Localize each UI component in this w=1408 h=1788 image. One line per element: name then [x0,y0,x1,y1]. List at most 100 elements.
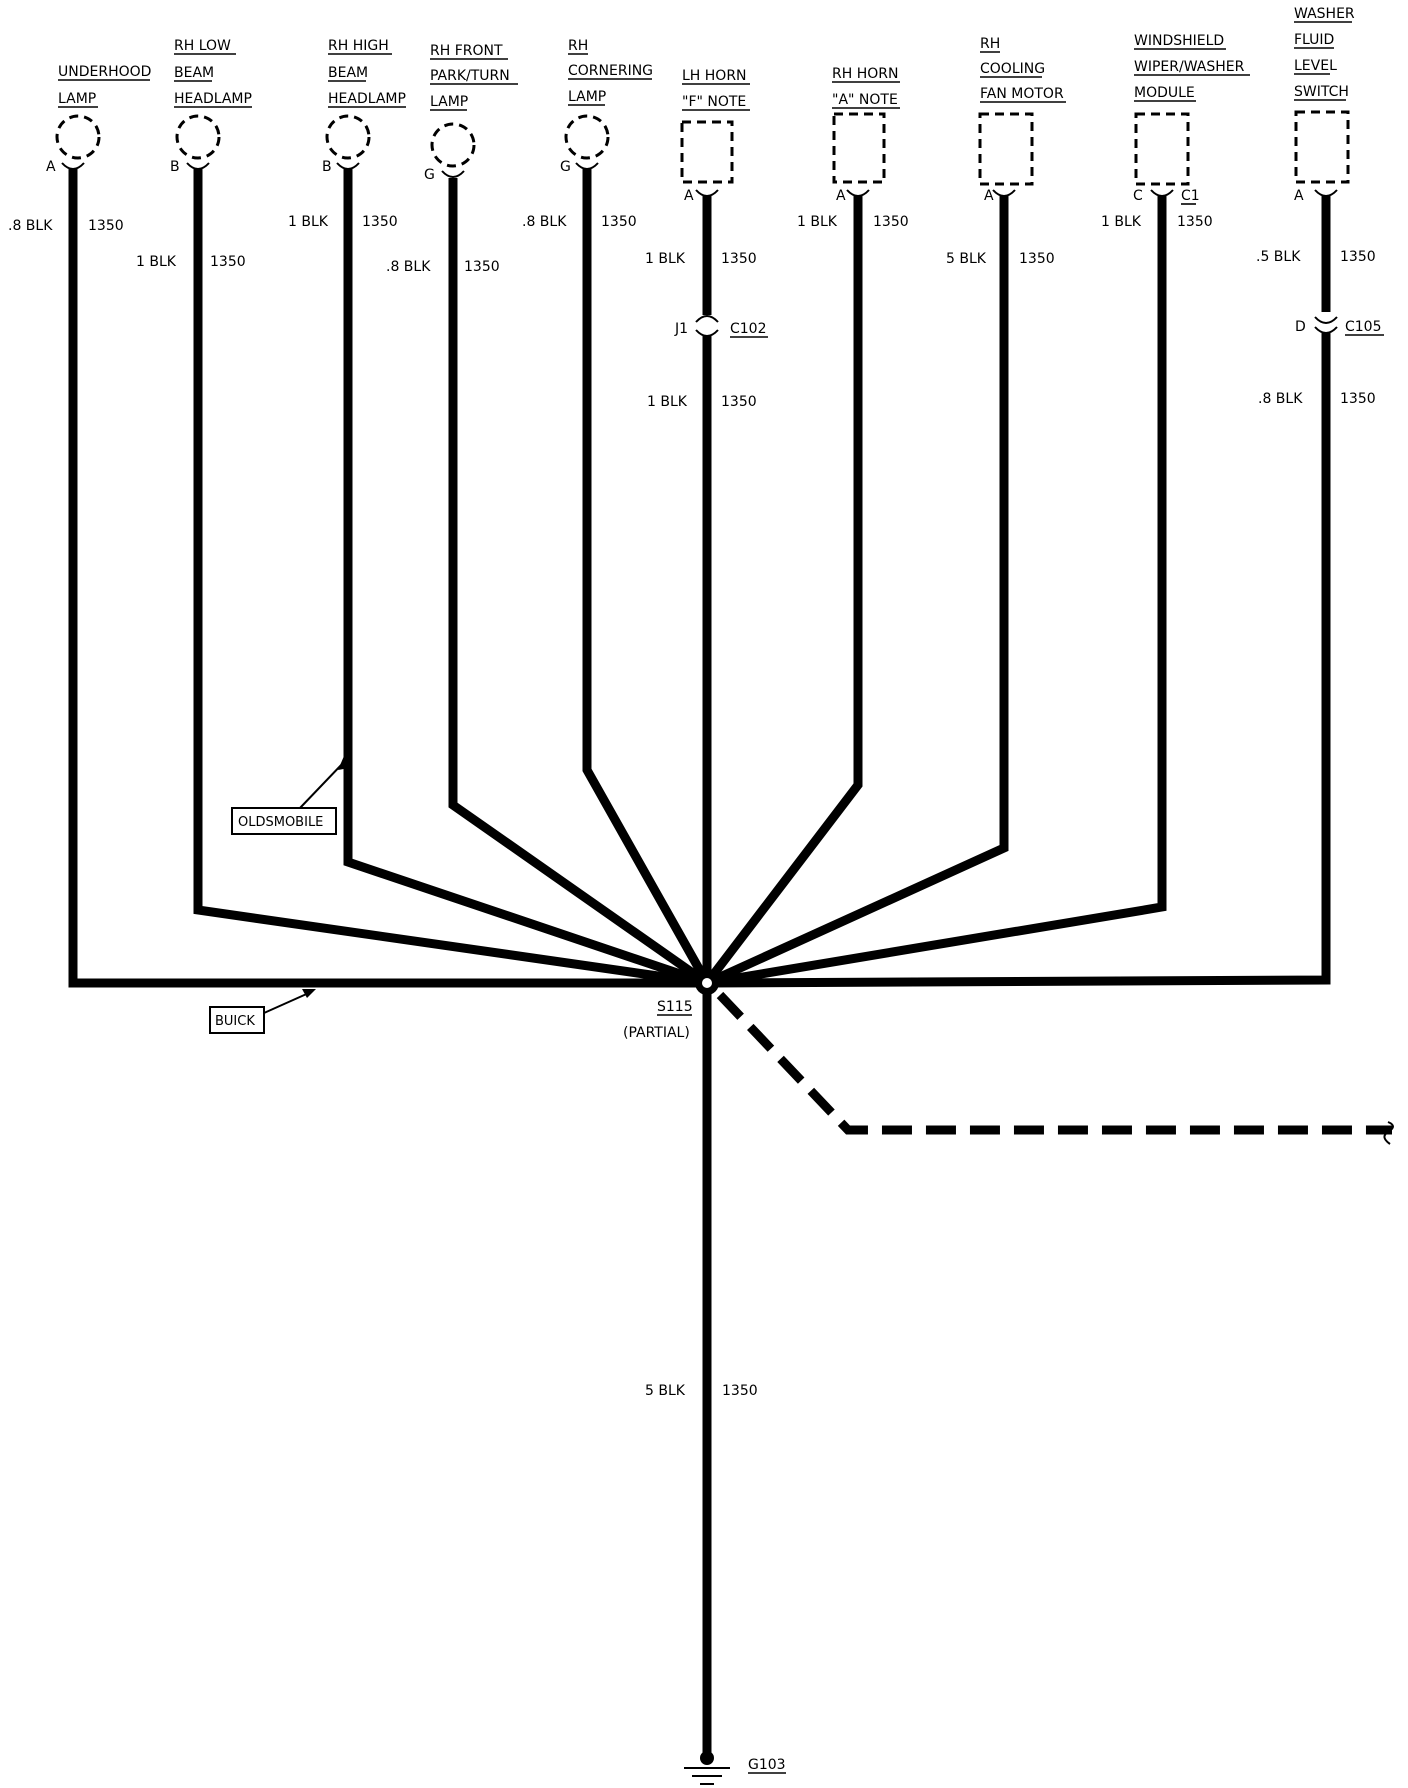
rh-front-park-pin: G [424,167,435,183]
washer-switch-pin: A [1294,188,1304,204]
washer-switch-label-2: FLUID [1294,32,1334,48]
rh-high-beam-pin: B [322,159,332,175]
wire-wiper-module [706,196,1167,988]
connector-c102-icon [695,315,719,337]
horn-icon [832,112,886,184]
rh-cooling-fan-label-3: FAN MOTOR [980,86,1064,102]
ground-g103: G103 [684,1751,786,1785]
connector-pin-icon [695,189,719,197]
splice-note: (PARTIAL) [623,1025,690,1041]
buick-callout: BUICK [209,989,316,1034]
rh-cornering-label-3: LAMP [568,89,606,105]
rh-cooling-fan-wire: 5 BLK [946,251,987,267]
lh-horn-circuit-2: 1350 [721,394,757,410]
lh-horn-wire: 1 BLK [645,251,686,267]
lamp-icon [325,114,371,160]
washer-switch-label-3: LEVEL [1294,58,1337,74]
rh-low-beam-wire: 1 BLK [136,254,177,270]
lh-horn-label-2: "F" NOTE [682,94,746,110]
oldsmobile-arrow [299,761,345,809]
wire-underhood-lamp [68,168,707,988]
rh-cornering-wire: .8 BLK [522,214,567,230]
ground-name: G103 [748,1757,786,1773]
washer-switch-label-4: SWITCH [1294,84,1349,100]
rh-cornering-label-1: RH [568,38,588,54]
washer-switch-connector: C105 [1345,319,1382,335]
splice-s115: S115 (PARTIAL) [623,971,719,1041]
lh-horn-connector: C102 [730,321,767,337]
rh-high-beam-label-2: BEAM [328,65,368,81]
wiper-module-pin: C [1133,188,1143,204]
wiper-module-label-1: WINDSHIELD [1134,33,1224,49]
rh-cooling-fan-label-1: RH [980,36,1000,52]
rh-cooling-fan-motor: RH COOLING FAN MOTOR A 5 BLK 1350 [946,36,1066,267]
underhood-lamp: UNDERHOOD LAMP A .8 BLK 1350 [8,64,151,234]
switch-icon [1294,110,1350,184]
rh-horn-circuit: 1350 [873,214,909,230]
connector-pin-icon [1150,189,1174,197]
rh-low-beam-pin: B [170,159,180,175]
arrowhead-icon [338,756,349,770]
wire-rh-front-park [448,178,710,987]
lh-horn-connector-pin: J1 [674,321,688,337]
splice-name: S115 [657,999,693,1015]
wire-washer-switch-lower [706,332,1331,988]
rh-low-beam-label-2: BEAM [174,65,214,81]
connector-pin-icon [846,189,870,197]
rh-cooling-fan-pin: A [984,188,994,204]
rh-high-beam-label-3: HEADLAMP [328,91,406,107]
wiper-module-label-2: WIPER/WASHER [1134,59,1245,75]
buick-arrow [263,991,312,1014]
washer-switch-connector-pin: D [1295,319,1306,335]
rh-front-park-circuit: 1350 [464,259,500,275]
lamp-icon [175,114,221,160]
lh-horn-label-1: LH HORN [682,68,747,84]
rh-cooling-fan-label-2: COOLING [980,61,1045,77]
lh-horn-circuit: 1350 [721,251,757,267]
lh-horn: LH HORN "F" NOTE A 1 BLK 1350 J1 C102 1 … [645,68,768,410]
windshield-wiper-washer-module: WINDSHIELD WIPER/WASHER MODULE C C1 1 BL… [1101,33,1250,230]
wire-rh-cornering [582,168,711,986]
lamp-icon [430,122,476,168]
connector-c105-icon [1314,316,1338,334]
wire-rh-cooling-fan [705,196,1009,988]
rh-front-park-wire: .8 BLK [386,259,431,275]
rh-front-park-label-1: RH FRONT [430,43,503,59]
rh-low-beam-circuit: 1350 [210,254,246,270]
rh-low-beam-label-1: RH LOW [174,38,231,54]
rh-cooling-fan-circuit: 1350 [1019,251,1055,267]
rh-front-park-turn-lamp: RH FRONT PARK/TURN LAMP G .8 BLK 1350 [386,43,518,275]
rh-front-park-label-3: LAMP [430,94,468,110]
wiper-module-pin-connector: C1 [1181,188,1200,204]
washer-switch-circuit-2: 1350 [1340,391,1376,407]
wiper-module-label-3: MODULE [1134,85,1195,101]
rh-high-beam-headlamp: RH HIGH BEAM HEADLAMP B 1 BLK 1350 [288,38,406,230]
rh-high-beam-circuit: 1350 [362,214,398,230]
rh-cornering-lamp: RH CORNERING LAMP G .8 BLK 1350 [522,38,653,230]
underhood-lamp-label-2: LAMP [58,91,96,107]
washer-switch-label-1: WASHER [1294,6,1355,22]
connector-pin-icon [186,162,210,170]
connector-pin-icon [575,162,599,170]
wire-rh-high-beam [343,168,709,988]
rh-horn-label-2: "A" NOTE [832,92,898,108]
connector-pin-icon [992,189,1016,197]
washer-switch-wire: .5 BLK [1256,249,1301,265]
buick-label: BUICK [215,1014,255,1029]
underhood-lamp-pin: A [46,159,56,175]
rh-cornering-circuit: 1350 [601,214,637,230]
rh-front-park-label-2: PARK/TURN [430,68,510,84]
module-icon [1134,112,1190,186]
lh-horn-pin: A [684,188,694,204]
rh-cornering-label-2: CORNERING [568,63,653,79]
horn-icon [680,120,734,184]
wire-rh-horn [703,196,863,986]
lamp-icon [55,114,101,160]
wiper-module-circuit: 1350 [1177,214,1213,230]
wire-dashed-continuation [716,991,1392,1135]
lh-horn-wire-2: 1 BLK [647,394,688,410]
underhood-lamp-circuit: 1350 [88,218,124,234]
motor-icon [978,112,1034,186]
main-wire-circuit: 1350 [722,1383,758,1399]
